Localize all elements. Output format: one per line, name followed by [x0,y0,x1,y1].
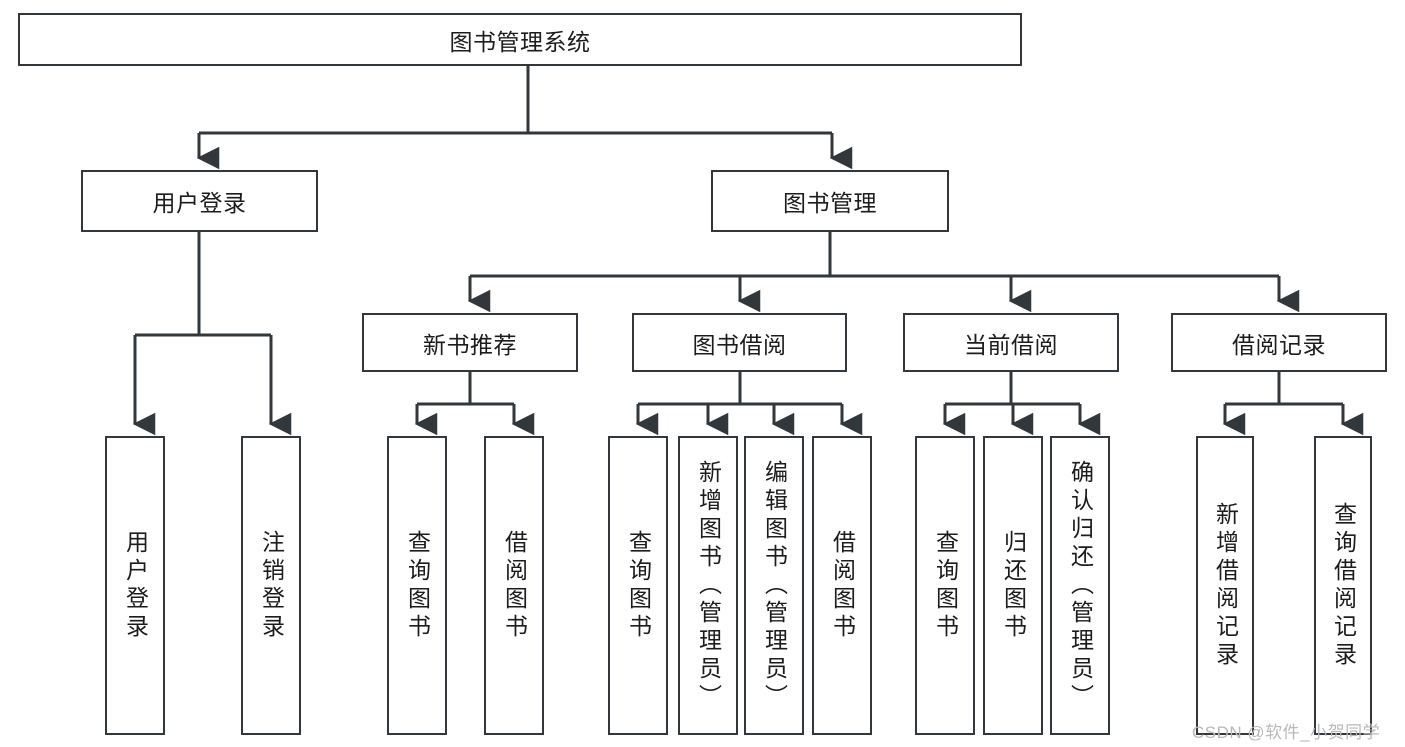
node-leaf-add-book[interactable]: 新增图书（管理员） [678,436,738,735]
node-new-book-recommend[interactable]: 新书推荐 [362,313,578,372]
node-leaf-borrow-book-2-label: 借阅图书 [829,529,856,642]
node-leaf-user-login[interactable]: 用户登录 [105,436,165,735]
node-current-borrow[interactable]: 当前借阅 [903,313,1119,372]
node-leaf-user-login-label: 用户登录 [122,529,149,642]
node-book-manage-label: 图书管理 [783,190,877,216]
node-leaf-add-record-label: 新增借阅记录 [1212,501,1239,670]
node-leaf-edit-book-label: 编辑图书（管理员） [761,459,788,712]
node-user-login[interactable]: 用户登录 [81,170,318,232]
node-leaf-add-record[interactable]: 新增借阅记录 [1196,436,1254,735]
node-leaf-query-book-3-label: 查询图书 [932,529,959,642]
node-leaf-borrow-book-2[interactable]: 借阅图书 [812,436,872,735]
node-leaf-query-book-2-label: 查询图书 [625,529,652,642]
node-leaf-query-book-3[interactable]: 查询图书 [915,436,975,735]
node-book-borrow[interactable]: 图书借阅 [632,313,847,372]
node-user-login-label: 用户登录 [152,190,247,216]
node-leaf-edit-book[interactable]: 编辑图书（管理员） [744,436,804,735]
node-leaf-query-record-label: 查询借阅记录 [1330,501,1357,670]
node-leaf-query-record[interactable]: 查询借阅记录 [1314,436,1372,735]
node-leaf-borrow-book-1[interactable]: 借阅图书 [484,436,544,735]
node-borrow-record-label: 借阅记录 [1232,331,1326,358]
node-book-borrow-label: 图书借阅 [692,331,787,358]
node-new-book-recommend-label: 新书推荐 [423,331,517,358]
node-leaf-confirm-return-label: 确认归还（管理员） [1067,459,1094,712]
node-current-borrow-label: 当前借阅 [964,331,1058,358]
node-leaf-logout-login[interactable]: 注销登录 [241,436,301,735]
node-leaf-return-book[interactable]: 归还图书 [983,436,1043,735]
node-leaf-query-book-2[interactable]: 查询图书 [608,436,668,735]
node-leaf-add-book-label: 新增图书（管理员） [695,459,722,712]
csdn-watermark: CSDN @软件_小贺同学 [1192,723,1381,742]
node-root[interactable]: 图书管理系统 [18,13,1022,66]
node-leaf-logout-login-label: 注销登录 [258,529,285,642]
node-leaf-query-book-1-label: 查询图书 [404,529,431,642]
node-borrow-record[interactable]: 借阅记录 [1171,313,1387,372]
node-leaf-borrow-book-1-label: 借阅图书 [501,529,528,642]
node-root-label: 图书管理系统 [449,28,591,55]
node-leaf-query-book-1[interactable]: 查询图书 [387,436,447,735]
node-leaf-return-book-label: 归还图书 [1000,529,1027,642]
node-book-manage[interactable]: 图书管理 [711,170,949,232]
node-leaf-confirm-return[interactable]: 确认归还（管理员） [1050,436,1110,735]
